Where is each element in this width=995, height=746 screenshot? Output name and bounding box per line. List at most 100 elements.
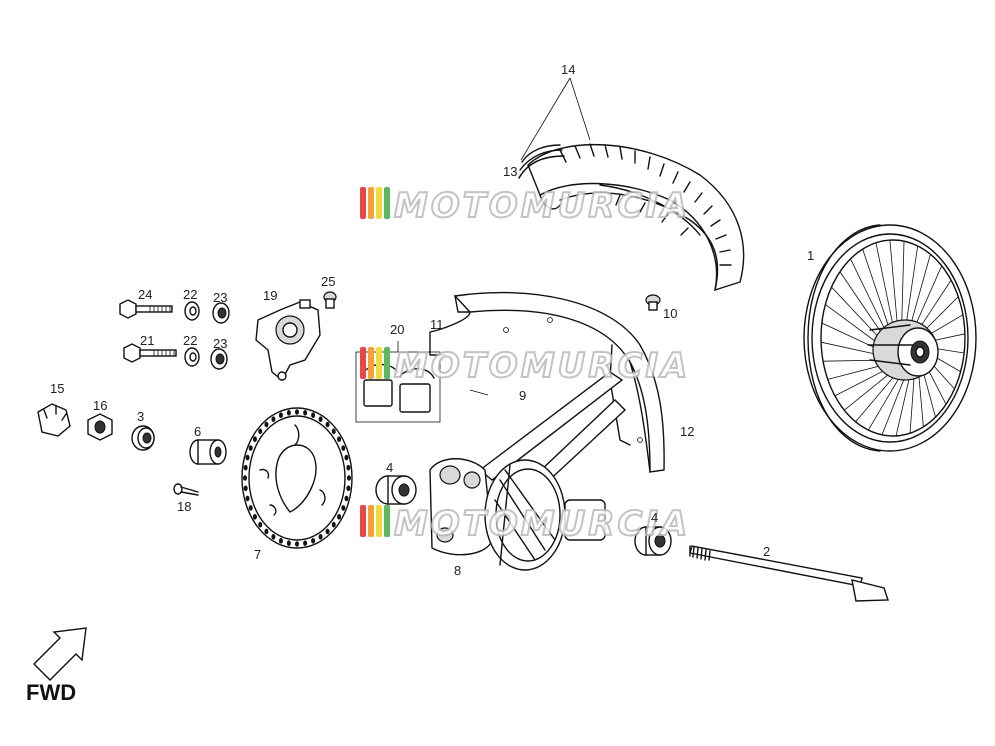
watermark-stripe-4	[384, 187, 390, 219]
nut-part-23-bottom	[210, 348, 228, 370]
disc-hole	[248, 445, 253, 451]
watermark-text: MOTOMURCIA	[394, 504, 690, 544]
wheel-spoke	[908, 254, 931, 333]
callout-22-top: 22	[183, 287, 197, 302]
disc-hole	[303, 540, 308, 546]
watermark-stripe-1	[360, 187, 366, 219]
watermark-stripe-2	[368, 505, 374, 537]
disc-hole	[344, 495, 349, 502]
callout-18: 18	[177, 499, 191, 514]
callout-19: 19	[263, 288, 277, 303]
disc-hole	[286, 540, 291, 546]
bearing-right-part	[634, 526, 672, 556]
screw-part-10	[645, 294, 661, 311]
disc-hole	[294, 541, 299, 547]
callout-1: 1	[807, 248, 814, 263]
callout-3: 3	[137, 409, 144, 424]
disc-hole	[278, 412, 283, 419]
callout-15: 15	[50, 381, 64, 396]
watermark-stripe-3	[376, 347, 382, 379]
washer-part-22-top	[184, 301, 200, 321]
watermark-text: MOTOMURCIA	[394, 186, 690, 226]
spoked-wheel-part	[803, 224, 977, 452]
callout-9: 9	[519, 388, 526, 403]
bolt-part-18	[173, 483, 199, 496]
disc-hole	[264, 528, 269, 535]
nut-part-16	[87, 413, 113, 441]
disc-hole	[243, 464, 248, 471]
disc-hole	[318, 416, 323, 422]
disc-hole	[271, 534, 276, 540]
disc-hole	[331, 521, 336, 528]
disc-hole	[243, 485, 248, 492]
arrow-up-right-icon	[33, 627, 87, 681]
callout-13: 13	[503, 164, 517, 179]
disc-hole	[337, 513, 342, 520]
disc-hole	[346, 485, 351, 492]
callout-8: 8	[454, 563, 461, 578]
callout-4-right: 4	[651, 510, 658, 525]
wheel-spoke	[904, 245, 919, 333]
callout-2: 2	[763, 544, 770, 559]
leader-lines-14	[520, 77, 591, 161]
castle-nut-part-15	[37, 403, 71, 437]
disc-hole	[245, 495, 250, 502]
disc-hole	[252, 436, 257, 443]
callout-25: 25	[321, 274, 335, 289]
bearing-left-part	[375, 475, 417, 505]
bolt-part-24	[119, 299, 173, 319]
disc-hole	[258, 428, 263, 435]
disc-hole	[331, 428, 336, 435]
watermark-stripe-2	[368, 187, 374, 219]
disc-hole	[341, 445, 346, 451]
callout-6: 6	[194, 424, 201, 439]
direction-label: FWD	[26, 680, 76, 705]
disc-hole	[286, 410, 291, 416]
washer-part-22-bottom	[184, 347, 200, 367]
disc-hole	[341, 505, 346, 511]
brake-caliper-part	[255, 299, 321, 382]
wheel-spoke	[901, 241, 905, 333]
callout-11: 11	[430, 317, 444, 332]
callout-23-bottom: 23	[213, 336, 227, 351]
watermark-stripe-2	[368, 347, 374, 379]
disc-hole	[303, 410, 308, 416]
watermark-text: MOTOMURCIA	[394, 346, 690, 386]
disc-hole	[344, 454, 349, 461]
watermark-middle: MOTOMURCIA	[360, 345, 690, 387]
tyre-part	[527, 143, 745, 292]
spacer-part	[189, 439, 227, 465]
callout-12: 12	[680, 424, 694, 439]
watermark-bottom: MOTOMURCIA	[360, 503, 690, 545]
callout-24: 24	[138, 287, 152, 302]
wheel-spoke	[889, 240, 899, 334]
disc-hole	[258, 521, 263, 528]
brake-pads-part	[355, 341, 441, 423]
wheel-spoke	[875, 242, 896, 336]
watermark-stripe-4	[384, 347, 390, 379]
callout-10: 10	[663, 306, 677, 321]
callout-16: 16	[93, 398, 107, 413]
nut-part-23-top	[212, 302, 230, 324]
disc-hole	[325, 528, 330, 535]
disc-hole	[278, 537, 283, 544]
callout-20: 20	[390, 322, 404, 337]
watermark-stripe-1	[360, 505, 366, 537]
callout-23-top: 23	[213, 290, 227, 305]
disc-hole	[311, 412, 316, 419]
disc-hole	[294, 409, 299, 415]
callout-14: 14	[561, 62, 575, 77]
disc-hole	[318, 534, 323, 540]
callout-21: 21	[140, 333, 154, 348]
watermark-top: MOTOMURCIA	[360, 185, 690, 227]
watermark-stripe-3	[376, 505, 382, 537]
wheel-hub-part	[429, 458, 606, 571]
disc-hole	[242, 475, 247, 481]
disc-hole	[264, 421, 269, 428]
callout-4-left: 4	[386, 460, 393, 475]
brake-disc-part	[241, 407, 353, 549]
axle-part	[689, 545, 889, 602]
wheel-spoke	[862, 249, 893, 338]
bleed-screw-part-25	[323, 291, 337, 309]
